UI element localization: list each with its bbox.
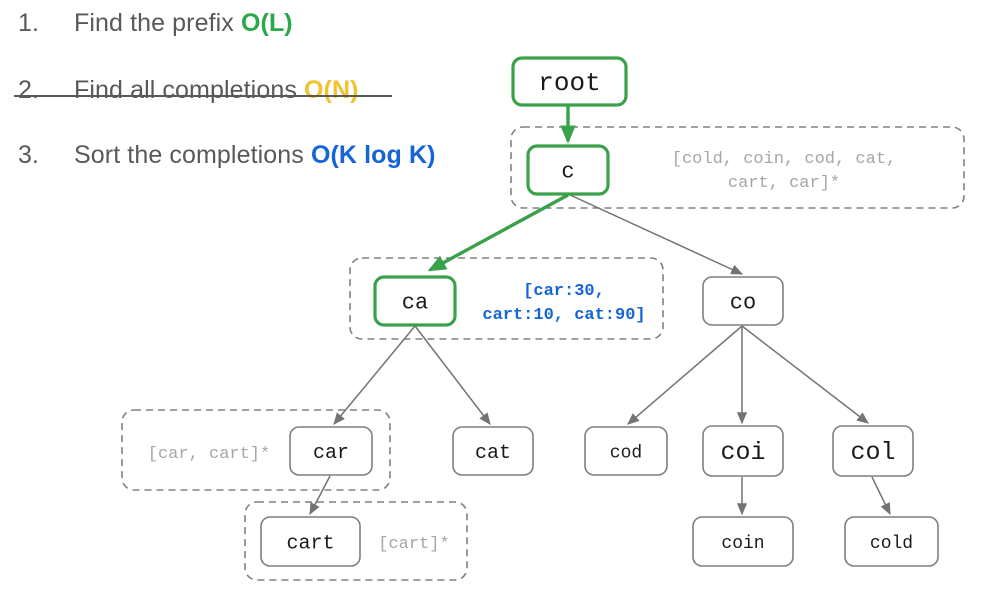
node-cold[interactable]: cold [844, 516, 939, 567]
step-text: Find all completions O(N) [74, 76, 359, 105]
step-number: 3. [18, 141, 40, 169]
group-box-c [510, 126, 965, 209]
edge-ca-to-cat [414, 325, 491, 425]
edge-car-to-cart [309, 475, 331, 516]
node-col-box [832, 425, 914, 477]
node-coi-label: coi [720, 438, 765, 467]
node-root-box [511, 56, 628, 107]
step-complexity: O(K log K) [310, 141, 436, 169]
node-cart-box [260, 516, 361, 567]
node-col[interactable]: col [832, 425, 914, 477]
node-c-label: c [561, 159, 574, 184]
annotation-c-line1: [cold, coin, cod, cat, [672, 150, 896, 169]
edge-c-to-co [567, 193, 744, 275]
step-complexity: O(L) [240, 9, 293, 37]
node-root[interactable]: root [511, 56, 628, 107]
node-cart-label: cart [286, 532, 334, 555]
step-complexity: O(N) [303, 76, 359, 104]
node-cold-box [844, 516, 939, 567]
node-coin-box [692, 516, 794, 567]
annotation-ca-line1: [car:30, [523, 282, 605, 301]
step-text: Find the prefix O(L) [74, 9, 293, 38]
edge-co-to-col [741, 325, 869, 424]
step-description: Find all completions [74, 76, 304, 104]
node-co-label: co [730, 290, 756, 315]
step-text: Sort the completions O(K log K) [74, 141, 436, 170]
annotation-c-line2: cart, car]* [728, 174, 840, 193]
edge-ca-to-car [333, 325, 416, 425]
annotation-ca: [car:30, cart:10, cat:90] [482, 282, 645, 325]
node-car-box [289, 426, 373, 476]
edge-co-to-cod [627, 325, 743, 425]
node-cat-label: cat [475, 442, 511, 465]
node-car[interactable]: car [289, 426, 373, 476]
node-cold-label: cold [870, 534, 913, 554]
node-cod-box [584, 426, 668, 476]
node-c-box [526, 144, 610, 196]
node-coi[interactable]: coi [702, 425, 784, 477]
node-c[interactable]: c [526, 144, 610, 196]
node-cat[interactable]: cat [452, 426, 534, 476]
annotation-ca-line2: cart:10, cat:90] [482, 306, 645, 325]
annotation-cart: [cart]* [378, 535, 449, 554]
node-col-label: col [850, 438, 895, 467]
step-description: Find the prefix [74, 9, 241, 37]
group-box-ca [349, 257, 664, 340]
node-cat-box [452, 426, 534, 476]
node-root-label: root [538, 68, 600, 98]
node-cod[interactable]: cod [584, 426, 668, 476]
step-number: 2. [18, 76, 40, 104]
node-coin-label: coin [721, 534, 764, 554]
node-ca-box [373, 275, 457, 327]
edge-col-to-cold [871, 476, 891, 516]
group-box-cart [244, 501, 468, 581]
edge-c-to-ca [427, 193, 569, 272]
node-co[interactable]: co [702, 276, 784, 326]
node-coi-box [702, 425, 784, 477]
step-number: 1. [18, 9, 40, 37]
step-description: Sort the completions [74, 141, 311, 169]
node-ca[interactable]: ca [373, 275, 457, 327]
node-cart[interactable]: cart [260, 516, 361, 567]
node-cod-label: cod [610, 443, 642, 463]
node-coin[interactable]: coin [692, 516, 794, 567]
node-ca-label: ca [402, 290, 428, 315]
annotation-c: [cold, coin, cod, cat, cart, car]* [672, 150, 896, 193]
strikethrough-line [14, 95, 392, 97]
node-co-box [702, 276, 784, 326]
annotation-car: [car, cart]* [148, 445, 270, 464]
group-box-car [121, 409, 391, 491]
node-car-label: car [313, 442, 349, 465]
